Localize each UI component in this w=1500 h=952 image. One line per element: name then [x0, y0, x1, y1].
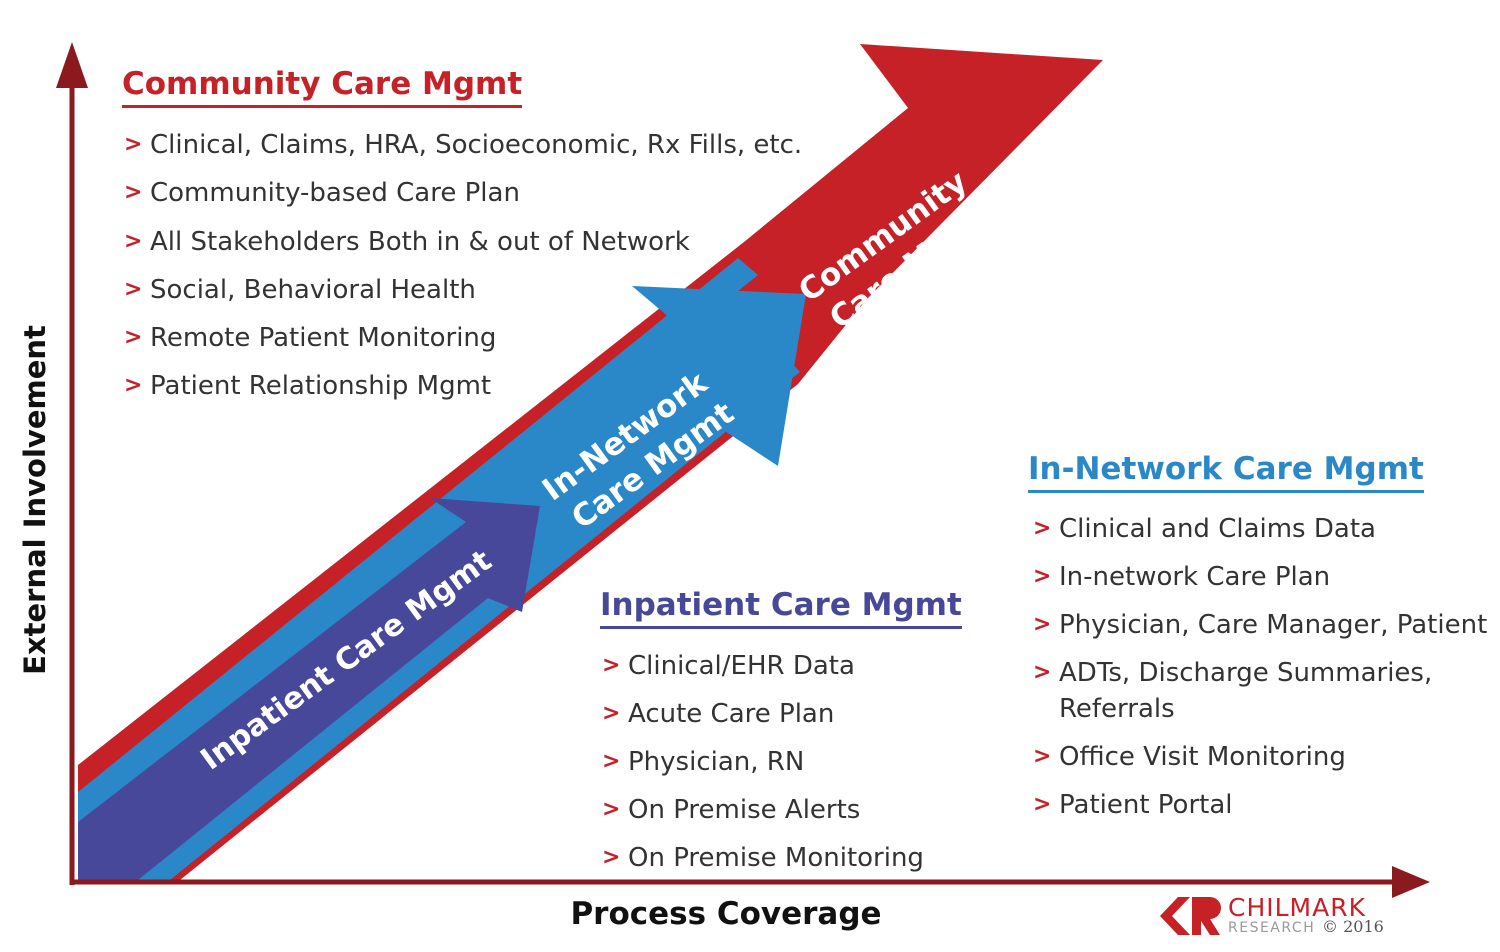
community-list-item-text: Patient Relationship Mgmt [150, 371, 492, 402]
x-axis-label: Process Coverage [570, 896, 882, 932]
inpatient-list-item: > Clinical/EHR Data [602, 647, 924, 695]
inpatient-feature-list: > Clinical/EHR Data > Acute Care Plan > Physi… [602, 647, 924, 887]
innetwork-list-item: > Office Visit Monitoring [1033, 739, 1487, 775]
bullet-caret-icon: > [602, 749, 621, 774]
inpatient-list-item: > On Premise Alerts [602, 791, 924, 839]
community-list-item: > Clinical, Claims, HRA, Socioeconomic, R… [124, 126, 802, 174]
inpatient-list-item: > Physician, RN [602, 743, 924, 791]
innetwork-list-item-text: ADTs, Discharge Summaries, Referrals [1059, 658, 1433, 724]
bullet-caret-icon: > [1033, 660, 1052, 685]
inpatient-list-item-text: Acute Care Plan [628, 699, 835, 729]
community-list-item: > All Stakeholders Both in & out of Netwo… [124, 223, 802, 271]
inpatient-list-item: > On Premise Monitoring [602, 839, 924, 887]
community-arrow-stripe-lower [138, 356, 800, 880]
inpatient-list-item-text: Physician, RN [628, 747, 805, 777]
community-list-item-text: Social, Behavioral Health [150, 274, 476, 305]
inpatient-title-underline [600, 626, 962, 629]
x-axis-arrowhead [1392, 866, 1430, 898]
chilmark-logo: CHILMARK RESEARCH © 2016 [1160, 893, 1390, 938]
bullet-caret-icon: > [1033, 612, 1052, 637]
innetwork-list-item: > Physician, Care Manager, Patient [1033, 607, 1487, 643]
community-section-title-text: Community Care Mgmt [122, 66, 523, 102]
community-list-item: > Community-based Care Plan [124, 174, 802, 222]
bullet-caret-icon: > [124, 276, 143, 302]
bullet-caret-icon: > [1033, 516, 1052, 541]
y-axis-arrowhead [56, 42, 88, 88]
community-list-item-text: Clinical, Claims, HRA, Socioeconomic, Rx… [150, 130, 803, 160]
bullet-caret-icon: > [124, 180, 143, 206]
community-title-underline [122, 105, 523, 108]
chilmark-logo-mark-icon [1160, 897, 1221, 935]
innetwork-feature-list: > Clinical and Claims Data > In-network Car… [1033, 511, 1487, 835]
innetwork-list-item: > Clinical and Claims Data [1033, 511, 1487, 547]
inpatient-section-title: Inpatient Care Mgmt [600, 587, 962, 629]
community-feature-list: > Clinical, Claims, HRA, Socioeconomic, R… [124, 126, 802, 416]
community-list-item-text: Remote Patient Monitoring [150, 323, 497, 354]
y-axis-label: External Involvement [18, 325, 52, 675]
innetwork-list-item: > ADTs, Discharge Summaries, Referrals [1033, 655, 1487, 727]
inpatient-list-item-text: On Premise Alerts [628, 795, 861, 825]
bullet-caret-icon: > [1033, 564, 1052, 589]
innetwork-list-item-text: Clinical and Claims Data [1059, 514, 1376, 544]
community-list-item-text: Community-based Care Plan [150, 178, 520, 209]
innetwork-list-item: > Patient Portal [1033, 787, 1487, 823]
innetwork-title-underline [1028, 490, 1424, 493]
community-list-item-text: All Stakeholders Both in & out of Networ… [150, 226, 690, 257]
community-list-item: > Social, Behavioral Health [124, 271, 802, 319]
bullet-caret-icon: > [602, 845, 621, 870]
inpatient-list-item: > Acute Care Plan [602, 695, 924, 743]
inpatient-arrow [78, 498, 540, 880]
innetwork-section-title-text: In-Network Care Mgmt [1028, 451, 1424, 487]
bullet-caret-icon: > [602, 701, 621, 726]
innetwork-list-item-text: Office Visit Monitoring [1059, 742, 1346, 772]
innetwork-list-item-text: Physician, Care Manager, Patient [1059, 610, 1488, 640]
community-section-title: Community Care Mgmt [122, 66, 523, 108]
bullet-caret-icon: > [602, 797, 621, 822]
innetwork-list-item-text: In-network Care Plan [1059, 562, 1331, 592]
innetwork-list-item: > In-network Care Plan [1033, 559, 1487, 595]
bullet-caret-icon: > [124, 373, 143, 399]
inpatient-list-item-text: On Premise Monitoring [628, 843, 924, 873]
inpatient-section-title-text: Inpatient Care Mgmt [600, 587, 962, 623]
bullet-caret-icon: > [124, 132, 143, 157]
community-list-item: > Patient Relationship Mgmt [124, 367, 802, 415]
bullet-caret-icon: > [124, 228, 143, 254]
bullet-caret-icon: > [1033, 744, 1052, 769]
bullet-caret-icon: > [124, 325, 143, 351]
chilmark-logo-sub: RESEARCH [1228, 920, 1316, 936]
bullet-caret-icon: > [602, 653, 621, 678]
innetwork-list-item-text: Patient Portal [1059, 790, 1233, 820]
copyright-notice: © 2016 [1322, 917, 1384, 936]
inpatient-list-item-text: Clinical/EHR Data [628, 651, 855, 681]
chilmark-logo-word: CHILMARK [1228, 893, 1366, 922]
bullet-caret-icon: > [1033, 792, 1052, 817]
community-list-item: > Remote Patient Monitoring [124, 319, 802, 367]
innetwork-section-title: In-Network Care Mgmt [1028, 451, 1424, 493]
community-arrow-stripe [78, 258, 758, 822]
